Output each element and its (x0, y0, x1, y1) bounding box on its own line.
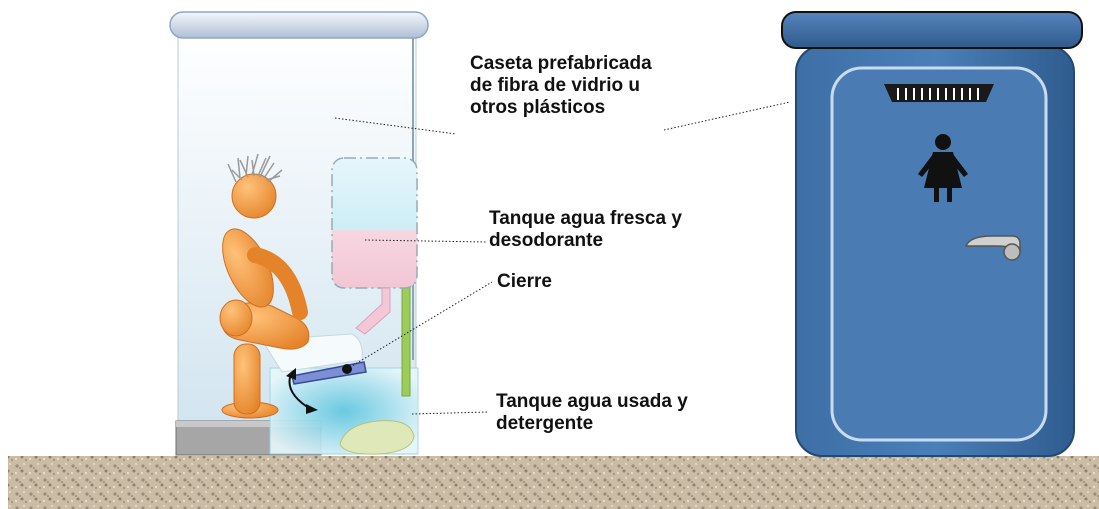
label-tanque-usada: Tanque agua usada y detergente (496, 391, 688, 434)
cabin-roof-blue (781, 11, 1083, 49)
label-tanque-fresca: Tanque agua fresca y desodorante (489, 208, 682, 251)
portable-toilet-cabin (781, 11, 1083, 457)
fresh-water-tank (331, 157, 418, 335)
used-water-tank (269, 367, 419, 455)
woman-restroom-icon (918, 134, 968, 202)
waste-deposit (339, 420, 415, 455)
ground (8, 456, 1099, 509)
leader-lines (334, 101, 791, 415)
vent-pipe (401, 269, 411, 397)
cabin-roof (169, 11, 429, 39)
door[interactable] (830, 66, 1048, 442)
vent-grille-icon (884, 84, 994, 102)
door-handle-icon[interactable] (964, 235, 1021, 261)
label-cierre: Cierre (497, 271, 552, 292)
seated-person-icon (219, 153, 310, 419)
hair (227, 153, 283, 183)
label-caseta: Caseta prefabricada de fibra de vidrio u… (470, 53, 652, 118)
